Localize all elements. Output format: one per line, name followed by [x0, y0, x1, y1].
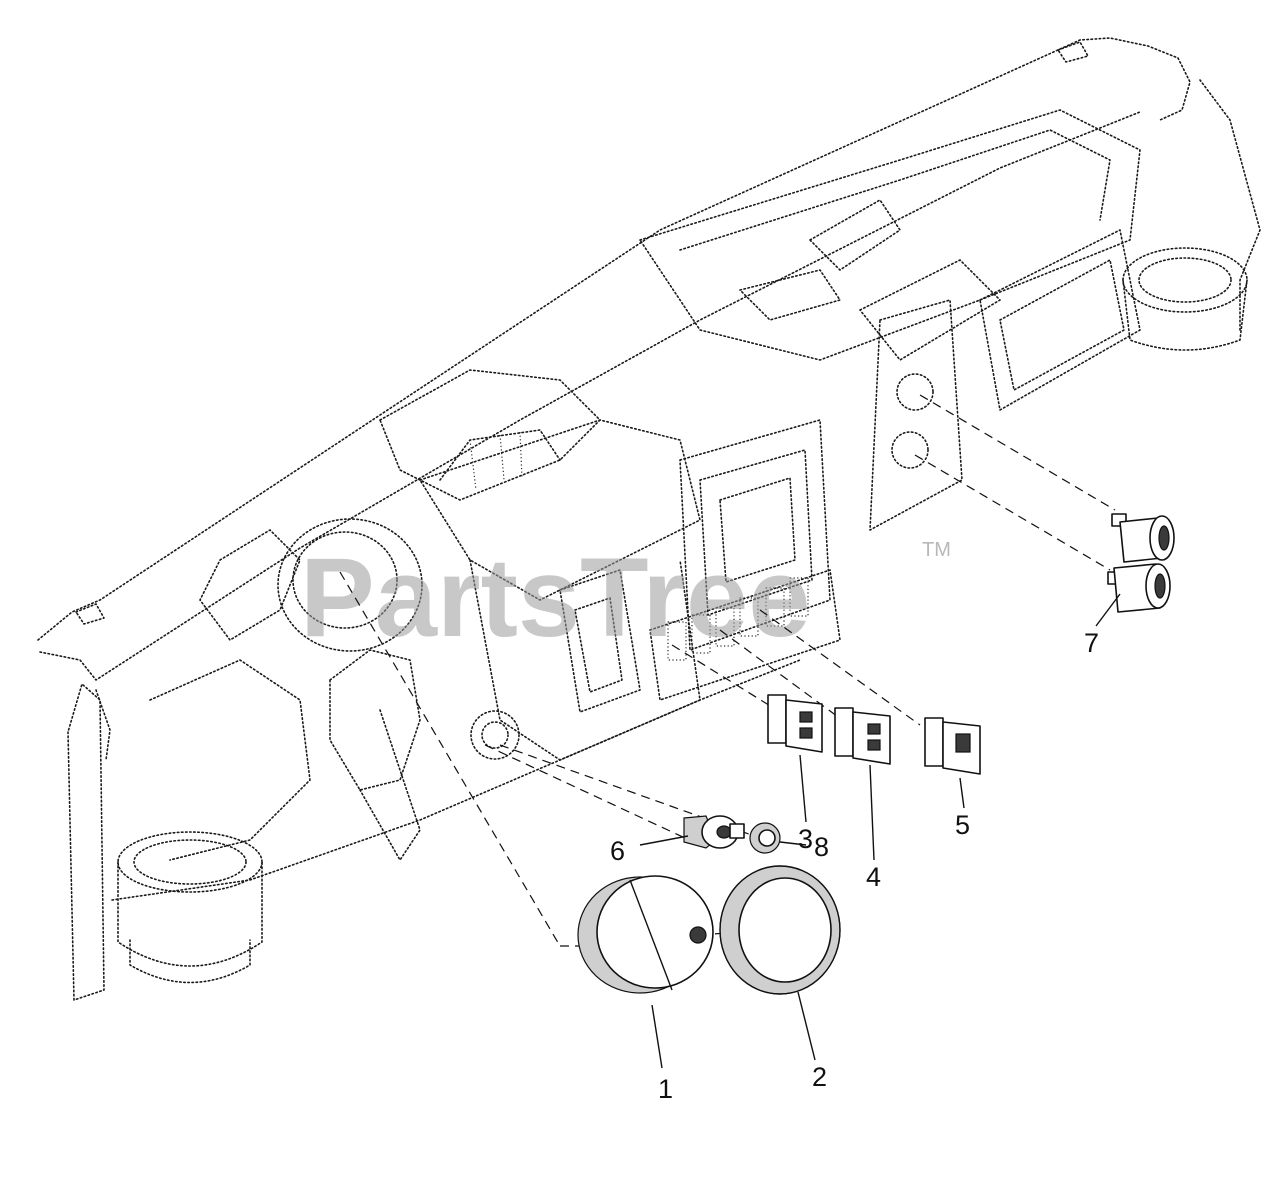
part-nut: [749, 822, 781, 854]
part-power-outlet-lower: [1107, 563, 1171, 613]
callout-4: 4: [866, 862, 881, 892]
dashboard-assembly: [37, 37, 1261, 1001]
switch-bank: [649, 569, 841, 701]
callout-8: 8: [814, 832, 829, 862]
part-bezel-ring: [719, 865, 841, 995]
leader-lines: [639, 593, 1121, 1069]
callouts: 1 2 3 4 5 6 7 8: [610, 628, 1099, 1104]
part-rocker-switch-4: [834, 707, 891, 765]
part-gauge: [577, 875, 714, 994]
callout-5: 5: [955, 810, 970, 840]
watermark: PartsTree TM: [300, 535, 951, 660]
callout-3: 3: [798, 824, 813, 854]
watermark-text: PartsTree: [300, 535, 811, 660]
callout-7: 7: [1084, 628, 1099, 658]
part-rocker-switch-3: [767, 694, 823, 753]
part-power-outlet-upper: [1111, 513, 1175, 563]
part-ignition-switch: [683, 815, 745, 849]
part-rocker-switch-5: [924, 717, 981, 775]
alignment-lines: [339, 394, 1116, 947]
callout-2: 2: [812, 1062, 827, 1092]
callout-1: 1: [658, 1074, 673, 1104]
watermark-trademark: TM: [922, 539, 951, 561]
callout-6: 6: [610, 836, 625, 866]
